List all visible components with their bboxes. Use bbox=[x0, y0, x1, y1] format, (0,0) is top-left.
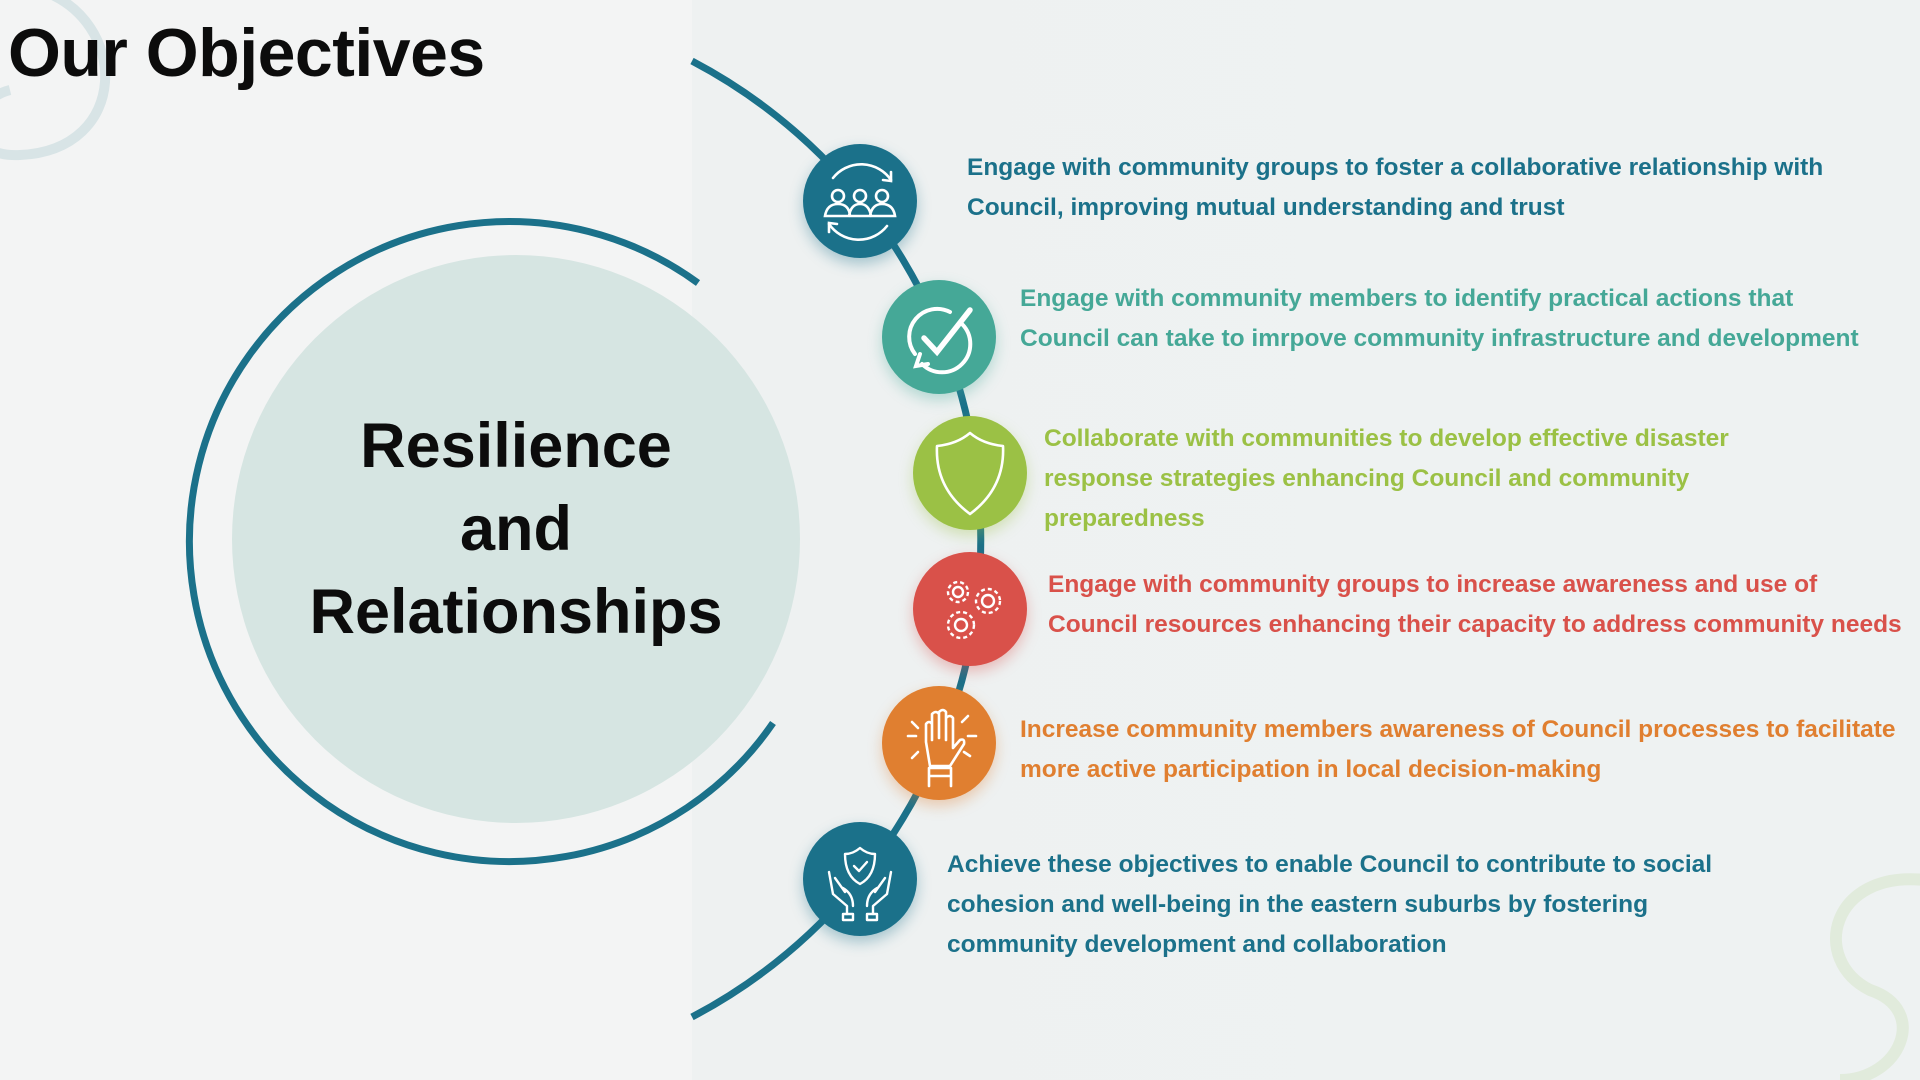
hands-shield-icon bbox=[803, 822, 917, 936]
people-cycle-icon bbox=[803, 144, 917, 258]
raised-hand-icon bbox=[882, 686, 996, 800]
decorative-swirl-top-left bbox=[0, 0, 111, 161]
center-ring-arc bbox=[185, 218, 776, 866]
center-disc bbox=[232, 255, 800, 823]
theme-title-line: and bbox=[459, 494, 572, 564]
theme-title: Resilience and Relationships bbox=[266, 405, 766, 654]
objective-text-3: Collaborate with communities to develop … bbox=[1044, 425, 1729, 532]
check-cycle-icon bbox=[882, 280, 996, 394]
objective-text-5: Increase community members awareness of … bbox=[1020, 716, 1896, 783]
theme-title-line: Resilience bbox=[360, 411, 672, 481]
objective-text-4: Engage with community groups to increase… bbox=[1048, 571, 1902, 638]
objective-text-2: Engage with community members to identif… bbox=[1020, 285, 1859, 352]
shield-icon bbox=[913, 416, 1027, 530]
gears-icon bbox=[913, 552, 1027, 666]
decorative-swirl-bottom-right bbox=[1830, 873, 1920, 1080]
objective-text-6: Achieve these objectives to enable Counc… bbox=[947, 851, 1713, 958]
page-title: Our Objectives bbox=[8, 15, 485, 91]
objective-text-1: Engage with community groups to foster a… bbox=[967, 154, 1824, 221]
theme-title-line: Relationships bbox=[309, 577, 723, 647]
